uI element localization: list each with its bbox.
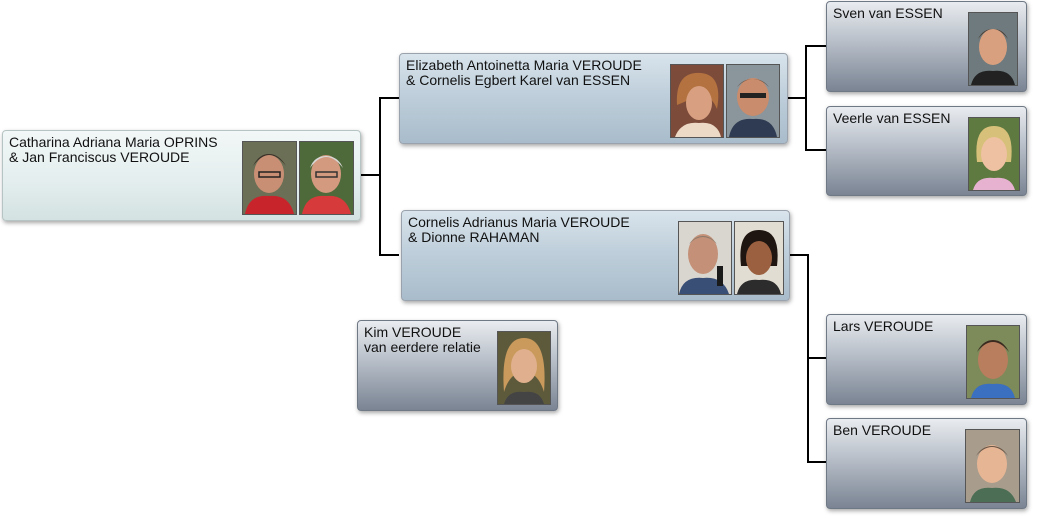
portrait-photo — [965, 429, 1020, 503]
connector-root — [361, 97, 399, 256]
portrait-photo — [678, 221, 732, 295]
person-card-oprins-veroude[interactable]: Catharina Adriana Maria OPRINS & Jan Fra… — [2, 130, 361, 221]
person-card-ben[interactable]: Ben VEROUDE — [826, 418, 1027, 509]
portrait-photo — [299, 141, 354, 215]
person-name: Lars VEROUDE — [833, 318, 934, 334]
partner-name: & Jan Franciscus VEROUDE — [9, 149, 190, 165]
person-name: Veerle van ESSEN — [833, 110, 951, 126]
person-card-sven[interactable]: Sven van ESSEN — [826, 1, 1027, 92]
person-card-cornelis-dionne[interactable]: Cornelis Adrianus Maria VEROUDE & Dionne… — [401, 210, 790, 301]
portrait-photo — [966, 325, 1020, 399]
person-name: Kim VEROUDE — [364, 324, 462, 340]
card-names: Ben VEROUDE — [833, 423, 931, 438]
partner-name: & Dionne RAHAMAN — [408, 229, 540, 245]
card-names: Kim VEROUDE van eerdere relatie — [364, 325, 481, 355]
portrait-photo — [670, 64, 724, 138]
person-name: Sven van ESSEN — [833, 5, 943, 21]
portrait-photo — [968, 117, 1020, 191]
portrait-photo — [242, 141, 297, 215]
card-names: Cornelis Adrianus Maria VEROUDE & Dionne… — [408, 215, 630, 245]
card-names: Veerle van ESSEN — [833, 111, 951, 126]
connector-cornelis — [790, 254, 826, 463]
portrait-photo — [734, 221, 784, 295]
card-names: Lars VEROUDE — [833, 319, 933, 334]
partner-name: & Cornelis Egbert Karel van ESSEN — [406, 72, 631, 88]
card-names: Catharina Adriana Maria OPRINS & Jan Fra… — [9, 135, 218, 165]
person-card-elizabeth-cornelis[interactable]: Elizabeth Antoinetta Maria VEROUDE & Cor… — [399, 53, 788, 144]
person-name: Ben VEROUDE — [833, 422, 932, 438]
person-card-veerle[interactable]: Veerle van ESSEN — [826, 106, 1027, 196]
person-name: Elizabeth Antoinetta Maria VEROUDE — [406, 57, 642, 73]
connector-elizabeth — [788, 45, 826, 151]
person-card-lars[interactable]: Lars VEROUDE — [826, 314, 1027, 405]
portrait-photo — [726, 64, 780, 138]
portrait-photo — [497, 331, 551, 405]
card-names: Elizabeth Antoinetta Maria VEROUDE & Cor… — [406, 58, 642, 88]
person-card-kim[interactable]: Kim VEROUDE van eerdere relatie — [357, 320, 558, 411]
portrait-photo — [968, 12, 1018, 86]
person-name: Cornelis Adrianus Maria VEROUDE — [408, 214, 630, 230]
relation-note: van eerdere relatie — [364, 339, 481, 355]
card-names: Sven van ESSEN — [833, 6, 943, 21]
person-name: Catharina Adriana Maria OPRINS — [9, 134, 218, 150]
